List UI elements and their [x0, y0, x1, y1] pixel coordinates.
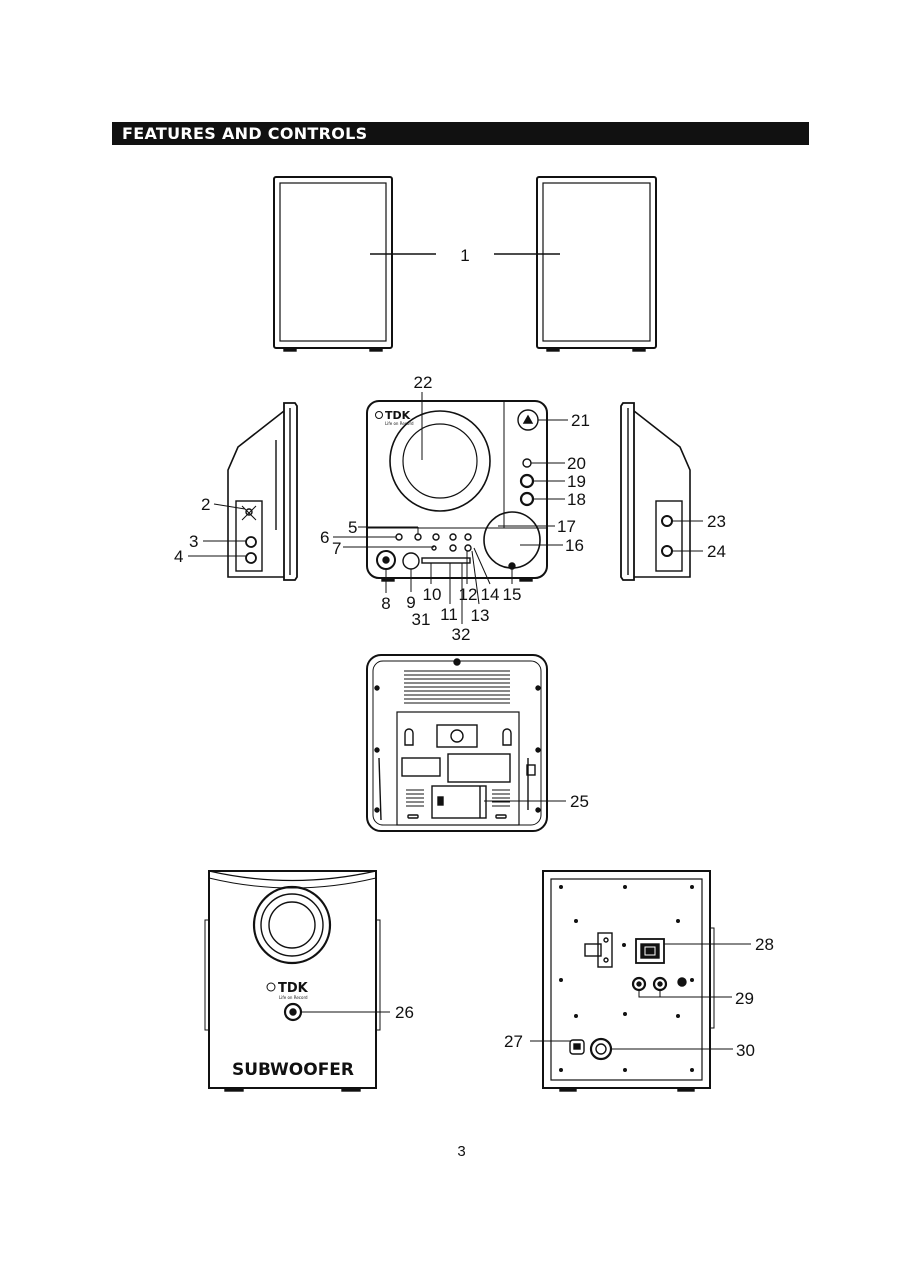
- tdk-logo-subwoofer: TDK Life on Record: [267, 981, 309, 1000]
- left-speaker: [274, 177, 392, 351]
- callout-29: 29: [735, 989, 754, 1008]
- leader-lines: [188, 392, 751, 1049]
- tdk-logo-front: TDK Life on Record: [376, 409, 415, 426]
- callout-6: 6: [320, 528, 329, 547]
- callout-24: 24: [707, 542, 726, 561]
- callout-26: 26: [395, 1003, 414, 1022]
- callout-23: 23: [707, 512, 726, 531]
- callout-1: 1: [460, 246, 469, 265]
- callout-3: 3: [189, 532, 198, 551]
- main-unit-back: [367, 655, 547, 831]
- main-unit-left-side: [228, 403, 297, 580]
- main-unit-front: [367, 401, 547, 581]
- callout-8: 8: [381, 594, 390, 613]
- subwoofer-back: [543, 871, 714, 1091]
- callout-31: 31: [412, 610, 431, 629]
- callout-15: 15: [503, 585, 522, 604]
- main-unit-right-side: [621, 403, 690, 580]
- callout-5: 5: [348, 518, 357, 537]
- callout-32: 32: [452, 625, 471, 644]
- callout-28: 28: [755, 935, 774, 954]
- callout-30: 30: [736, 1041, 755, 1060]
- page-number: 3: [0, 1143, 923, 1160]
- callout-19: 19: [567, 472, 586, 491]
- right-speaker: [537, 177, 656, 351]
- callout-14: 14: [481, 585, 500, 604]
- callout-7: 7: [332, 539, 341, 558]
- callout-27: 27: [504, 1032, 523, 1051]
- callout-25: 25: [570, 792, 589, 811]
- callout-2: 2: [201, 495, 210, 514]
- tdk-logo-sub-text: TDK: [278, 981, 309, 996]
- callout-21: 21: [571, 411, 590, 430]
- tdk-tagline-sub: Life on Record: [279, 995, 308, 1000]
- callout-11: 11: [440, 605, 458, 624]
- callout-18: 18: [567, 490, 586, 509]
- subwoofer-label: SUBWOOFER: [232, 1060, 354, 1080]
- callout-4: 4: [174, 547, 183, 566]
- callout-20: 20: [567, 454, 586, 473]
- callout-17: 17: [557, 517, 576, 536]
- callout-22: 22: [414, 373, 433, 392]
- callout-12: 12: [459, 585, 478, 604]
- callout-13: 13: [471, 606, 490, 625]
- tdk-tagline: Life on Record: [385, 421, 414, 426]
- callout-16: 16: [565, 536, 584, 555]
- callout-10: 10: [423, 585, 442, 604]
